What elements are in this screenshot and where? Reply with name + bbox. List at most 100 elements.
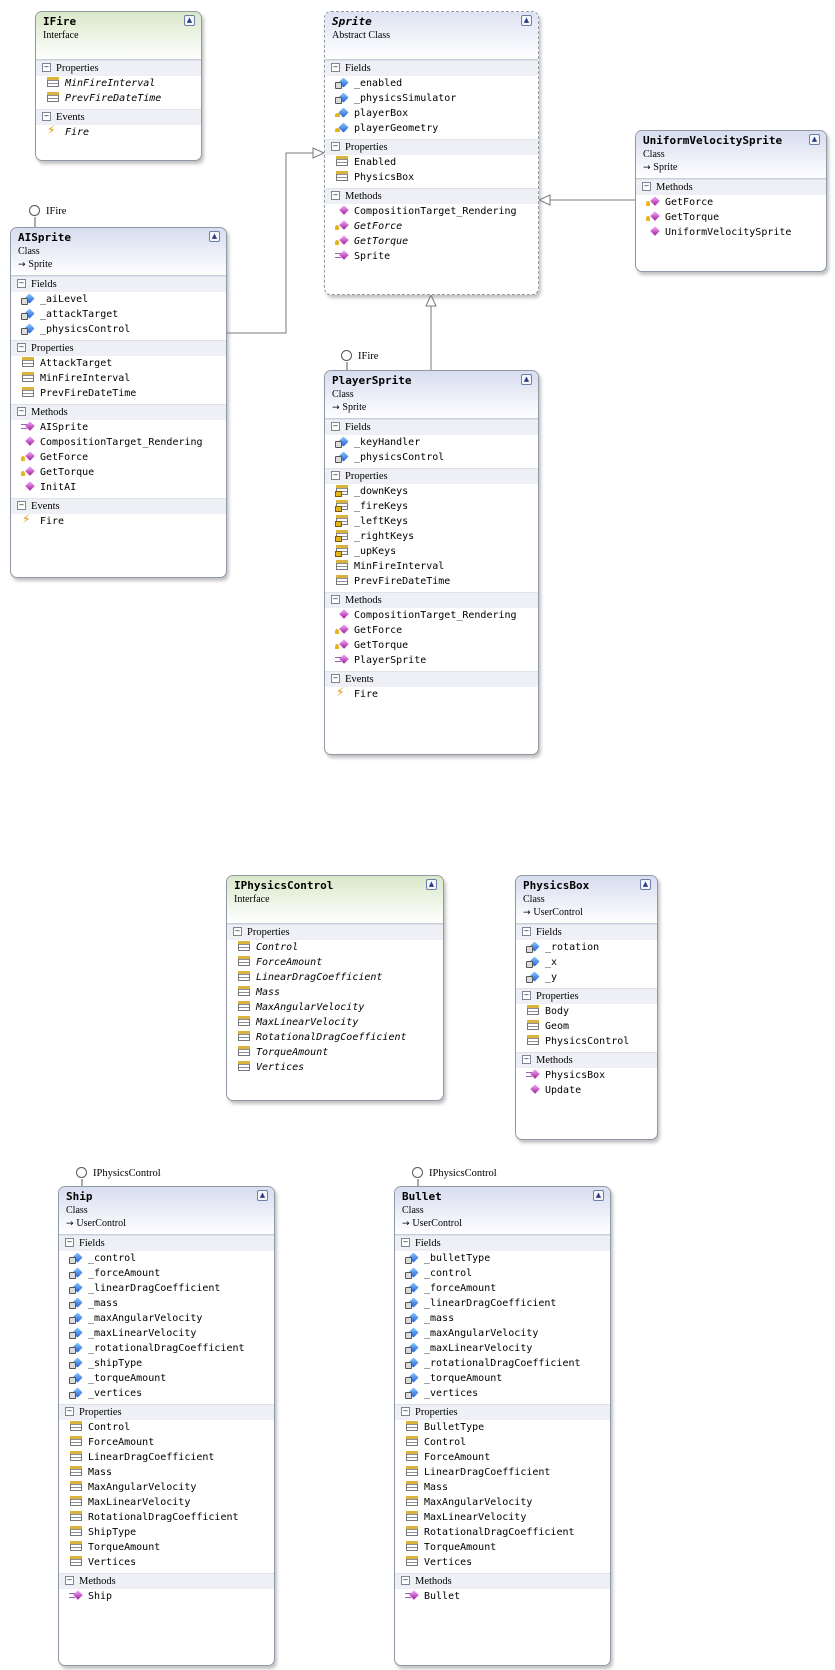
- member-row[interactable]: Control: [59, 1420, 274, 1435]
- member-row[interactable]: _downKeys: [325, 484, 538, 499]
- member-row[interactable]: GetTorque: [325, 234, 538, 249]
- member-row[interactable]: _enabled: [325, 76, 538, 91]
- section-header-methods[interactable]: −Methods: [516, 1052, 657, 1068]
- member-row[interactable]: _attackTarget: [11, 307, 226, 322]
- member-row[interactable]: _control: [59, 1251, 274, 1266]
- member-row[interactable]: RotationalDragCoefficient: [395, 1525, 610, 1540]
- member-row[interactable]: GetTorque: [636, 210, 826, 225]
- member-row[interactable]: Mass: [59, 1465, 274, 1480]
- member-row[interactable]: Enabled: [325, 155, 538, 170]
- collapse-minus-icon[interactable]: −: [522, 927, 531, 937]
- collapse-minus-icon[interactable]: −: [642, 182, 651, 192]
- member-row[interactable]: MinFireInterval: [36, 76, 201, 91]
- member-row[interactable]: _maxLinearVelocity: [395, 1341, 610, 1356]
- member-row[interactable]: _mass: [395, 1311, 610, 1326]
- member-row[interactable]: Fire: [325, 685, 538, 702]
- member-row[interactable]: Mass: [395, 1480, 610, 1495]
- member-row[interactable]: GetForce: [11, 450, 226, 465]
- member-row[interactable]: Fire: [36, 123, 201, 140]
- member-row[interactable]: _y: [516, 970, 657, 985]
- section-header-properties[interactable]: −Properties: [227, 924, 443, 940]
- collapse-chevron-icon[interactable]: ▲: [184, 15, 195, 26]
- member-row[interactable]: PhysicsBox: [325, 170, 538, 185]
- section-header-fields[interactable]: −Fields: [395, 1235, 610, 1251]
- collapse-minus-icon[interactable]: −: [331, 674, 340, 684]
- member-row[interactable]: BulletType: [395, 1420, 610, 1435]
- member-row[interactable]: LinearDragCoefficient: [395, 1465, 610, 1480]
- member-row[interactable]: GetForce: [325, 219, 538, 234]
- member-row[interactable]: _upKeys: [325, 544, 538, 559]
- section-header-methods[interactable]: −Methods: [11, 404, 226, 420]
- section-header-methods[interactable]: −Methods: [325, 592, 538, 608]
- collapse-minus-icon[interactable]: −: [331, 471, 340, 481]
- member-row[interactable]: ForceAmount: [227, 955, 443, 970]
- section-header-properties[interactable]: −Properties: [395, 1404, 610, 1420]
- section-header-events[interactable]: −Events: [11, 498, 226, 514]
- member-row[interactable]: _rotationalDragCoefficient: [395, 1356, 610, 1371]
- member-row[interactable]: PhysicsBox: [516, 1068, 657, 1083]
- collapse-minus-icon[interactable]: −: [17, 279, 26, 289]
- collapse-minus-icon[interactable]: −: [401, 1576, 410, 1586]
- collapse-minus-icon[interactable]: −: [331, 191, 340, 201]
- member-row[interactable]: ForceAmount: [59, 1435, 274, 1450]
- member-row[interactable]: _bulletType: [395, 1251, 610, 1266]
- member-row[interactable]: _mass: [59, 1296, 274, 1311]
- member-row[interactable]: _rightKeys: [325, 529, 538, 544]
- member-row[interactable]: _physicsControl: [325, 450, 538, 465]
- collapse-minus-icon[interactable]: −: [331, 63, 340, 73]
- member-row[interactable]: playerGeometry: [325, 121, 538, 136]
- member-row[interactable]: _vertices: [395, 1386, 610, 1401]
- member-row[interactable]: Body: [516, 1004, 657, 1019]
- member-row[interactable]: Control: [227, 940, 443, 955]
- member-row[interactable]: playerBox: [325, 106, 538, 121]
- section-header-fields[interactable]: −Fields: [516, 924, 657, 940]
- member-row[interactable]: _rotation: [516, 940, 657, 955]
- member-row[interactable]: AttackTarget: [11, 356, 226, 371]
- section-header-events[interactable]: −Events: [36, 109, 201, 125]
- section-header-properties[interactable]: −Properties: [59, 1404, 274, 1420]
- section-header-fields[interactable]: −Fields: [59, 1235, 274, 1251]
- member-row[interactable]: Bullet: [395, 1589, 610, 1604]
- member-row[interactable]: PhysicsControl: [516, 1034, 657, 1049]
- member-row[interactable]: _vertices: [59, 1386, 274, 1401]
- collapse-minus-icon[interactable]: −: [522, 1055, 531, 1065]
- collapse-minus-icon[interactable]: −: [401, 1407, 410, 1417]
- member-row[interactable]: LinearDragCoefficient: [227, 970, 443, 985]
- collapse-minus-icon[interactable]: −: [17, 343, 26, 353]
- member-row[interactable]: LinearDragCoefficient: [59, 1450, 274, 1465]
- collapse-chevron-icon[interactable]: ▲: [521, 374, 532, 385]
- collapse-minus-icon[interactable]: −: [42, 112, 51, 122]
- collapse-chevron-icon[interactable]: ▲: [809, 134, 820, 145]
- member-row[interactable]: _torqueAmount: [395, 1371, 610, 1386]
- member-row[interactable]: Mass: [227, 985, 443, 1000]
- member-row[interactable]: _physicsSimulator: [325, 91, 538, 106]
- member-row[interactable]: InitAI: [11, 480, 226, 495]
- member-row[interactable]: CompositionTarget_Rendering: [11, 435, 226, 450]
- collapse-minus-icon[interactable]: −: [331, 142, 340, 152]
- member-row[interactable]: _linearDragCoefficient: [395, 1296, 610, 1311]
- section-header-fields[interactable]: −Fields: [11, 276, 226, 292]
- member-row[interactable]: Fire: [11, 512, 226, 529]
- member-row[interactable]: GetForce: [325, 623, 538, 638]
- member-row[interactable]: PrevFireDateTime: [36, 91, 201, 106]
- collapse-minus-icon[interactable]: −: [331, 595, 340, 605]
- member-row[interactable]: _rotationalDragCoefficient: [59, 1341, 274, 1356]
- member-row[interactable]: MaxLinearVelocity: [395, 1510, 610, 1525]
- member-row[interactable]: _x: [516, 955, 657, 970]
- section-header-events[interactable]: −Events: [325, 671, 538, 687]
- member-row[interactable]: _maxLinearVelocity: [59, 1326, 274, 1341]
- collapse-minus-icon[interactable]: −: [65, 1407, 74, 1417]
- member-row[interactable]: MaxLinearVelocity: [227, 1015, 443, 1030]
- section-header-fields[interactable]: −Fields: [325, 419, 538, 435]
- member-row[interactable]: _forceAmount: [395, 1281, 610, 1296]
- section-header-properties[interactable]: −Properties: [325, 139, 538, 155]
- section-header-methods[interactable]: −Methods: [636, 179, 826, 195]
- member-row[interactable]: PrevFireDateTime: [11, 386, 226, 401]
